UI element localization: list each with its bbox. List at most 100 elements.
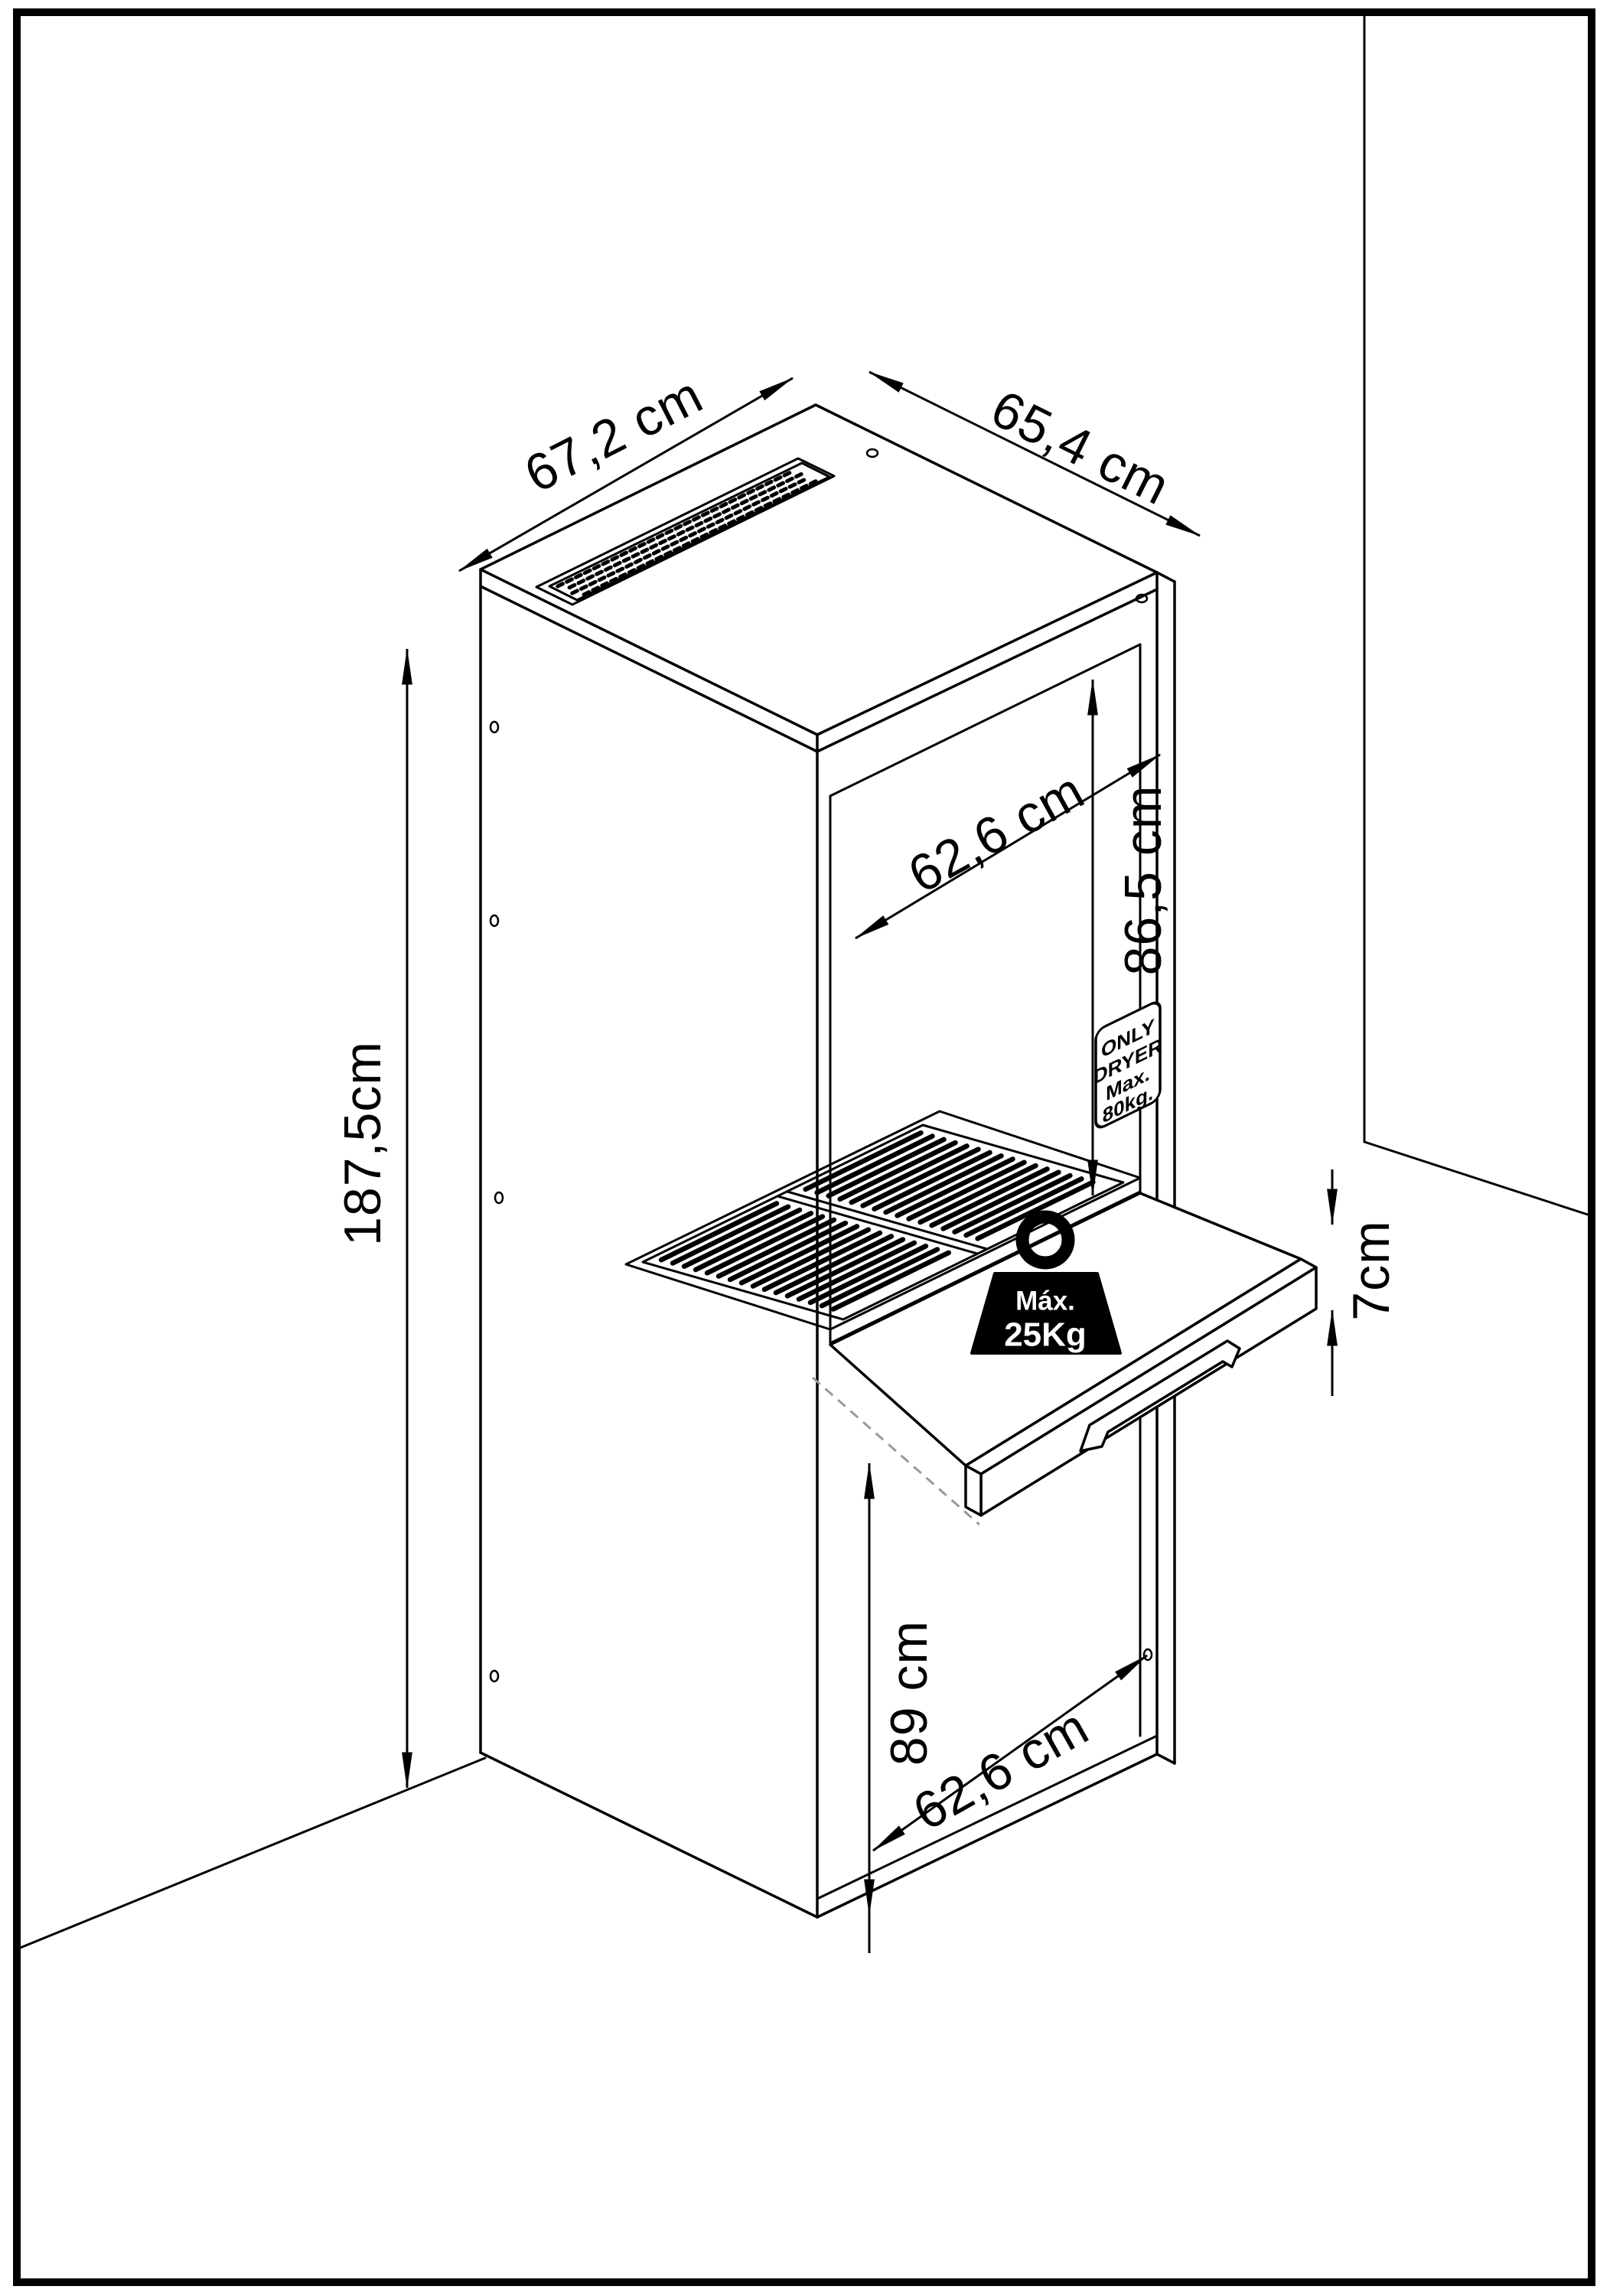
rack-slat [872, 1150, 992, 1212]
rack-slat [803, 1130, 924, 1192]
rack-slat [658, 1201, 780, 1263]
vent-hole [694, 520, 704, 528]
vent-hole [763, 501, 773, 508]
vent-hole [781, 492, 790, 499]
rack-slat [929, 1166, 1050, 1228]
dim-top-depth-label: 65,4 cm [983, 379, 1179, 516]
vent-hole [673, 546, 682, 553]
rack-slats [658, 1130, 1096, 1312]
vent-hole [579, 584, 588, 591]
vent-hole [601, 559, 611, 566]
vent-hole [582, 568, 592, 576]
kettlebell-weight-icon: Máx. 25Kg [970, 1210, 1122, 1355]
vent-hole [637, 542, 647, 549]
vent-hole [556, 582, 565, 589]
vent-hole [646, 537, 656, 544]
rack-slat [796, 1240, 917, 1302]
vent-hole [597, 576, 607, 582]
vent-hole [610, 555, 620, 562]
rack-slat [860, 1146, 981, 1208]
vent-hole [615, 566, 625, 573]
rack-slat [975, 1179, 1096, 1241]
dim-drawer-height-label: 7cm [1342, 1220, 1400, 1320]
vent-hole [649, 543, 658, 550]
vent-hole [742, 504, 752, 511]
left-panel-bottom-edge [479, 1751, 819, 1919]
weight-label-25kg: 25Kg [1004, 1316, 1087, 1354]
vent-hole [731, 503, 740, 510]
vent-hole [618, 572, 627, 579]
rack-center-rail [786, 1190, 989, 1251]
cabinet-outline [479, 403, 1176, 1919]
vent-hole [636, 563, 646, 570]
vent-hole [724, 513, 734, 520]
right-top-corner [1155, 571, 1176, 583]
vent-hole [751, 500, 761, 507]
vent-hole [790, 488, 800, 495]
dim-opening-height-label: 86,5 cm [1114, 785, 1172, 976]
drawer-hidden-edge [812, 1376, 980, 1526]
vent-hole [654, 554, 664, 562]
vent-hole [631, 552, 640, 559]
rack-slat [830, 1250, 952, 1312]
vent-hole [778, 487, 788, 494]
rack-slat [895, 1156, 1015, 1218]
rack-inner-rim [641, 1124, 1125, 1321]
rack-slat [681, 1207, 803, 1269]
vent-hole [712, 512, 722, 519]
vent-hole [761, 495, 770, 502]
rack-slat [750, 1227, 872, 1289]
vent-hole [565, 577, 574, 584]
vent-hole [739, 498, 749, 506]
vent-hole [733, 509, 743, 516]
vent-hole [758, 490, 768, 497]
vent-hole [664, 528, 674, 535]
vent-hole [651, 549, 661, 556]
rack-slat [693, 1211, 814, 1273]
floor-line-right [1363, 1140, 1592, 1217]
rack-slat [819, 1247, 940, 1309]
only-dryer-sticker: ONLY DRYER Max. 80kg. [1093, 1001, 1162, 1129]
vent-hole [619, 550, 628, 557]
vent-hole [797, 478, 807, 484]
rack-slat [715, 1217, 837, 1279]
vent-hole [670, 540, 680, 546]
vent-hole [699, 532, 709, 540]
vent-hole [782, 471, 792, 478]
vent-hole [794, 472, 803, 479]
vent-hole [785, 476, 794, 484]
vent-hole [776, 481, 785, 488]
weight-body [970, 1272, 1122, 1355]
weight-ring [1015, 1210, 1075, 1270]
vent-hole [588, 579, 598, 587]
vent-hole [700, 510, 710, 517]
weight-label-max: Máx. [1015, 1287, 1075, 1316]
vent-hole [706, 522, 715, 529]
vent-hole [604, 565, 613, 572]
vent-hole [719, 501, 728, 509]
rack-slat [826, 1137, 947, 1199]
dim-lower-clearance-label: 89 cm [880, 1620, 938, 1766]
vent-hole [574, 572, 583, 579]
vent-hole [600, 581, 609, 588]
dim-top-width-label: 67,2 cm [516, 366, 712, 504]
vent-hole [683, 520, 692, 527]
vent-hole [769, 491, 779, 498]
vent-hole [709, 528, 719, 535]
drawer-front-rail-endcap [964, 1464, 983, 1517]
vent-hole [655, 533, 665, 540]
rack-slat [761, 1230, 883, 1293]
vent-hole [612, 560, 622, 568]
rack-slat [883, 1153, 1004, 1215]
vent-hole [645, 559, 655, 566]
vent-hole [658, 539, 667, 546]
vent-hole [627, 568, 637, 575]
page-border [13, 8, 1595, 2286]
rack-slat [773, 1234, 895, 1296]
rack-slat [963, 1176, 1084, 1238]
vent-hole [764, 479, 774, 487]
vent-hole [667, 534, 676, 541]
vent-grille-inner [548, 461, 831, 602]
vent-hole [748, 494, 758, 501]
